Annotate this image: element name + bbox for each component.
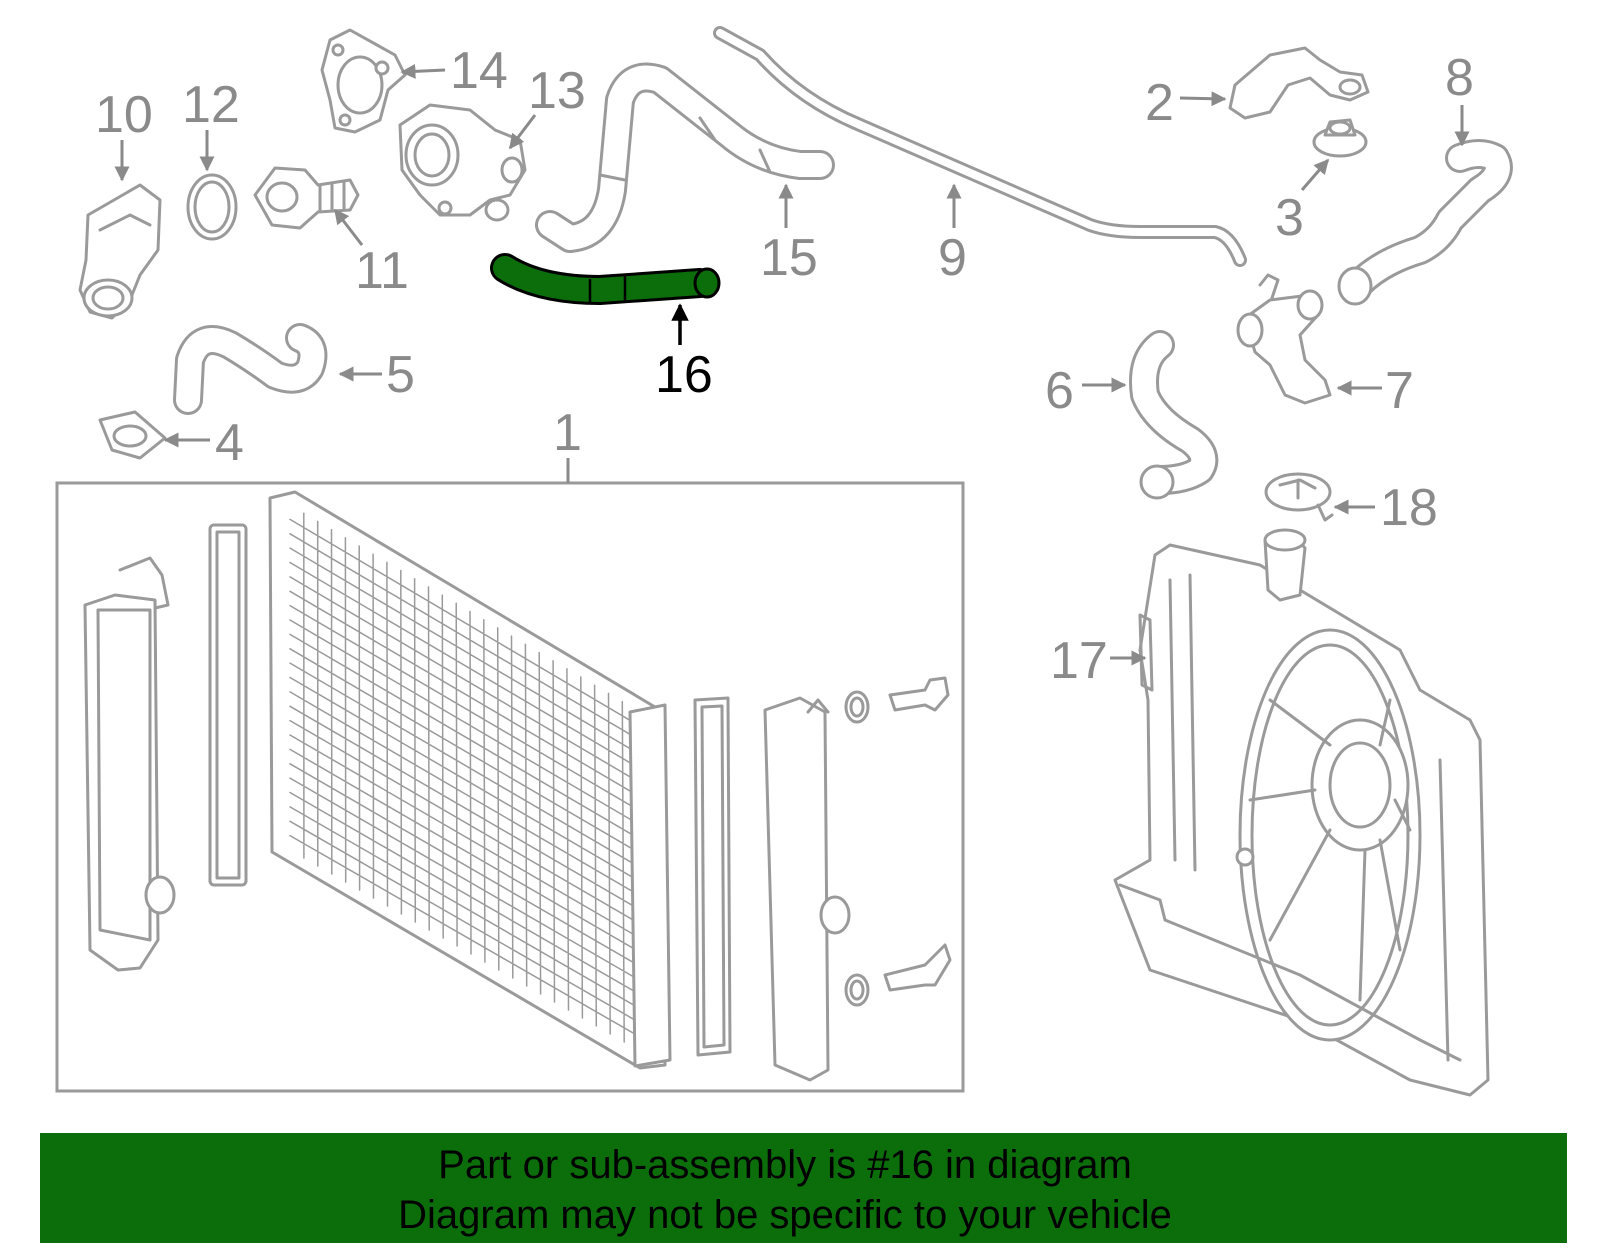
part-2-bracket[interactable] xyxy=(1228,46,1370,120)
part-18-cap[interactable] xyxy=(1264,472,1334,522)
banner-line-2: Diagram may not be specific to your vehi… xyxy=(398,1193,1172,1237)
part-6-hose[interactable] xyxy=(1129,330,1219,500)
svg-text:17: 17 xyxy=(1050,632,1108,690)
callout-3: 3 xyxy=(1275,158,1330,247)
callout-17: 17 xyxy=(1050,632,1147,690)
part-1-radiator-core[interactable] xyxy=(268,490,672,1070)
svg-text:13: 13 xyxy=(528,62,586,120)
part-1-o-ring-lower[interactable] xyxy=(844,973,870,1007)
part-5-hose[interactable] xyxy=(173,323,328,415)
part-1-right-tank[interactable] xyxy=(763,696,851,1082)
part-14-gasket-plate[interactable] xyxy=(320,28,407,134)
callout-15: 15 xyxy=(760,183,818,287)
svg-text:7: 7 xyxy=(1385,362,1414,420)
callout-8: 8 xyxy=(1445,49,1474,147)
callout-6: 6 xyxy=(1045,362,1127,420)
svg-text:14: 14 xyxy=(450,42,508,100)
svg-text:6: 6 xyxy=(1045,362,1074,420)
svg-text:2: 2 xyxy=(1145,74,1174,132)
part-1-gasket-right[interactable] xyxy=(693,696,732,1057)
part-9-tube[interactable] xyxy=(713,26,1247,267)
callout-2: 2 xyxy=(1145,74,1227,132)
svg-text:5: 5 xyxy=(386,346,415,404)
part-12-gasket[interactable] xyxy=(186,173,238,241)
callout-11: 11 xyxy=(333,208,409,300)
svg-text:18: 18 xyxy=(1380,479,1438,537)
part-1-gasket-left[interactable] xyxy=(208,523,248,887)
callout-10: 10 xyxy=(95,86,153,182)
part-16-hose-highlighted[interactable] xyxy=(490,253,721,306)
svg-text:15: 15 xyxy=(760,229,818,287)
svg-text:12: 12 xyxy=(182,76,240,134)
banner-line-1: Part or sub-assembly is #16 in diagram xyxy=(438,1143,1132,1187)
part-1-plug-upper[interactable] xyxy=(888,676,950,712)
part-13-thermostat-housing[interactable] xyxy=(398,103,527,222)
svg-text:1: 1 xyxy=(553,404,582,462)
part-1-left-tank[interactable] xyxy=(83,556,176,972)
part-17-fan-shroud[interactable] xyxy=(1113,528,1490,1097)
callout-9: 9 xyxy=(938,183,967,287)
callout-4: 4 xyxy=(163,414,244,472)
part-4-seat[interactable] xyxy=(98,410,167,460)
callout-14: 14 xyxy=(400,42,508,100)
callout-16: 16 xyxy=(655,303,713,404)
svg-text:11: 11 xyxy=(355,242,409,300)
callout-5: 5 xyxy=(338,346,415,404)
part-8-hose[interactable] xyxy=(1337,139,1513,306)
callout-18: 18 xyxy=(1333,479,1438,537)
radiator-group-box xyxy=(55,481,965,1093)
svg-text:8: 8 xyxy=(1445,49,1474,107)
part-1-plug-lower[interactable] xyxy=(883,943,952,992)
part-15-hose[interactable] xyxy=(535,62,835,253)
part-11-thermostat[interactable] xyxy=(253,166,360,230)
callout-1: 1 xyxy=(553,404,582,483)
info-banner: Part or sub-assembly is #16 in diagram D… xyxy=(40,1133,1567,1243)
callout-13: 13 xyxy=(508,62,586,150)
svg-text:10: 10 xyxy=(95,86,153,144)
svg-text:9: 9 xyxy=(938,229,967,287)
callout-7: 7 xyxy=(1336,362,1414,420)
callout-12: 12 xyxy=(182,76,240,172)
svg-text:3: 3 xyxy=(1275,189,1304,247)
svg-text:4: 4 xyxy=(215,414,244,472)
part-7-fitting[interactable] xyxy=(1236,273,1332,405)
svg-text:16: 16 xyxy=(655,346,713,404)
part-3-grommet[interactable] xyxy=(1312,118,1368,158)
part-1-o-ring-upper[interactable] xyxy=(844,690,870,724)
part-10-water-inlet[interactable] xyxy=(78,183,162,320)
